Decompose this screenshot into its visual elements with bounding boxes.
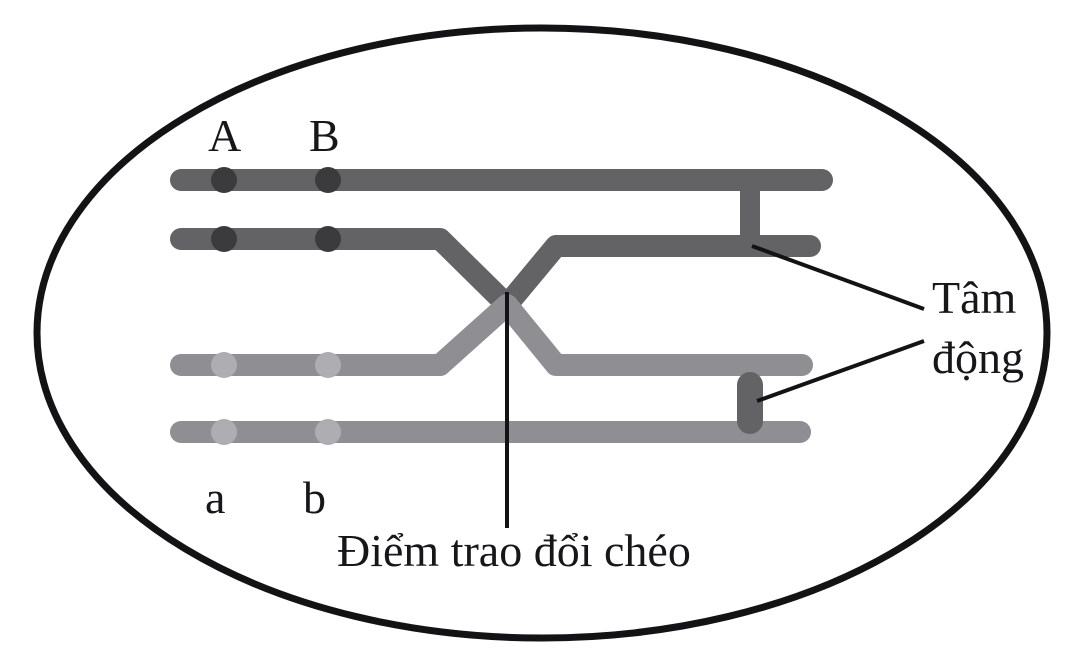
label-centromere-line1: Tâm — [932, 272, 1017, 323]
gene-dot-B-chromatid-2 — [315, 226, 341, 252]
light-chromosome-centromere — [737, 372, 763, 434]
label-centromere-line2: động — [932, 332, 1024, 383]
gene-dot-A-chromatid-1 — [211, 167, 237, 193]
label-allele-b: b — [303, 472, 326, 523]
label-allele-a: a — [205, 472, 226, 523]
gene-dot-a-chromatid-3 — [211, 352, 237, 378]
gene-dot-a-chromatid-4 — [211, 419, 237, 445]
label-crossover-point: Điểm trao đổi chéo — [337, 525, 691, 576]
label-allele-B: B — [309, 110, 340, 161]
gene-dot-b-chromatid-3 — [315, 352, 341, 378]
gene-dot-A-chromatid-2 — [211, 226, 237, 252]
centromere-leader-line-dark — [751, 244, 925, 311]
gene-dot-B-chromatid-1 — [315, 167, 341, 193]
gene-dot-b-chromatid-4 — [315, 419, 341, 445]
centromere-leader-line-light — [756, 339, 925, 403]
label-allele-A: A — [208, 110, 242, 161]
dark-chromosome-centromere — [740, 180, 760, 248]
